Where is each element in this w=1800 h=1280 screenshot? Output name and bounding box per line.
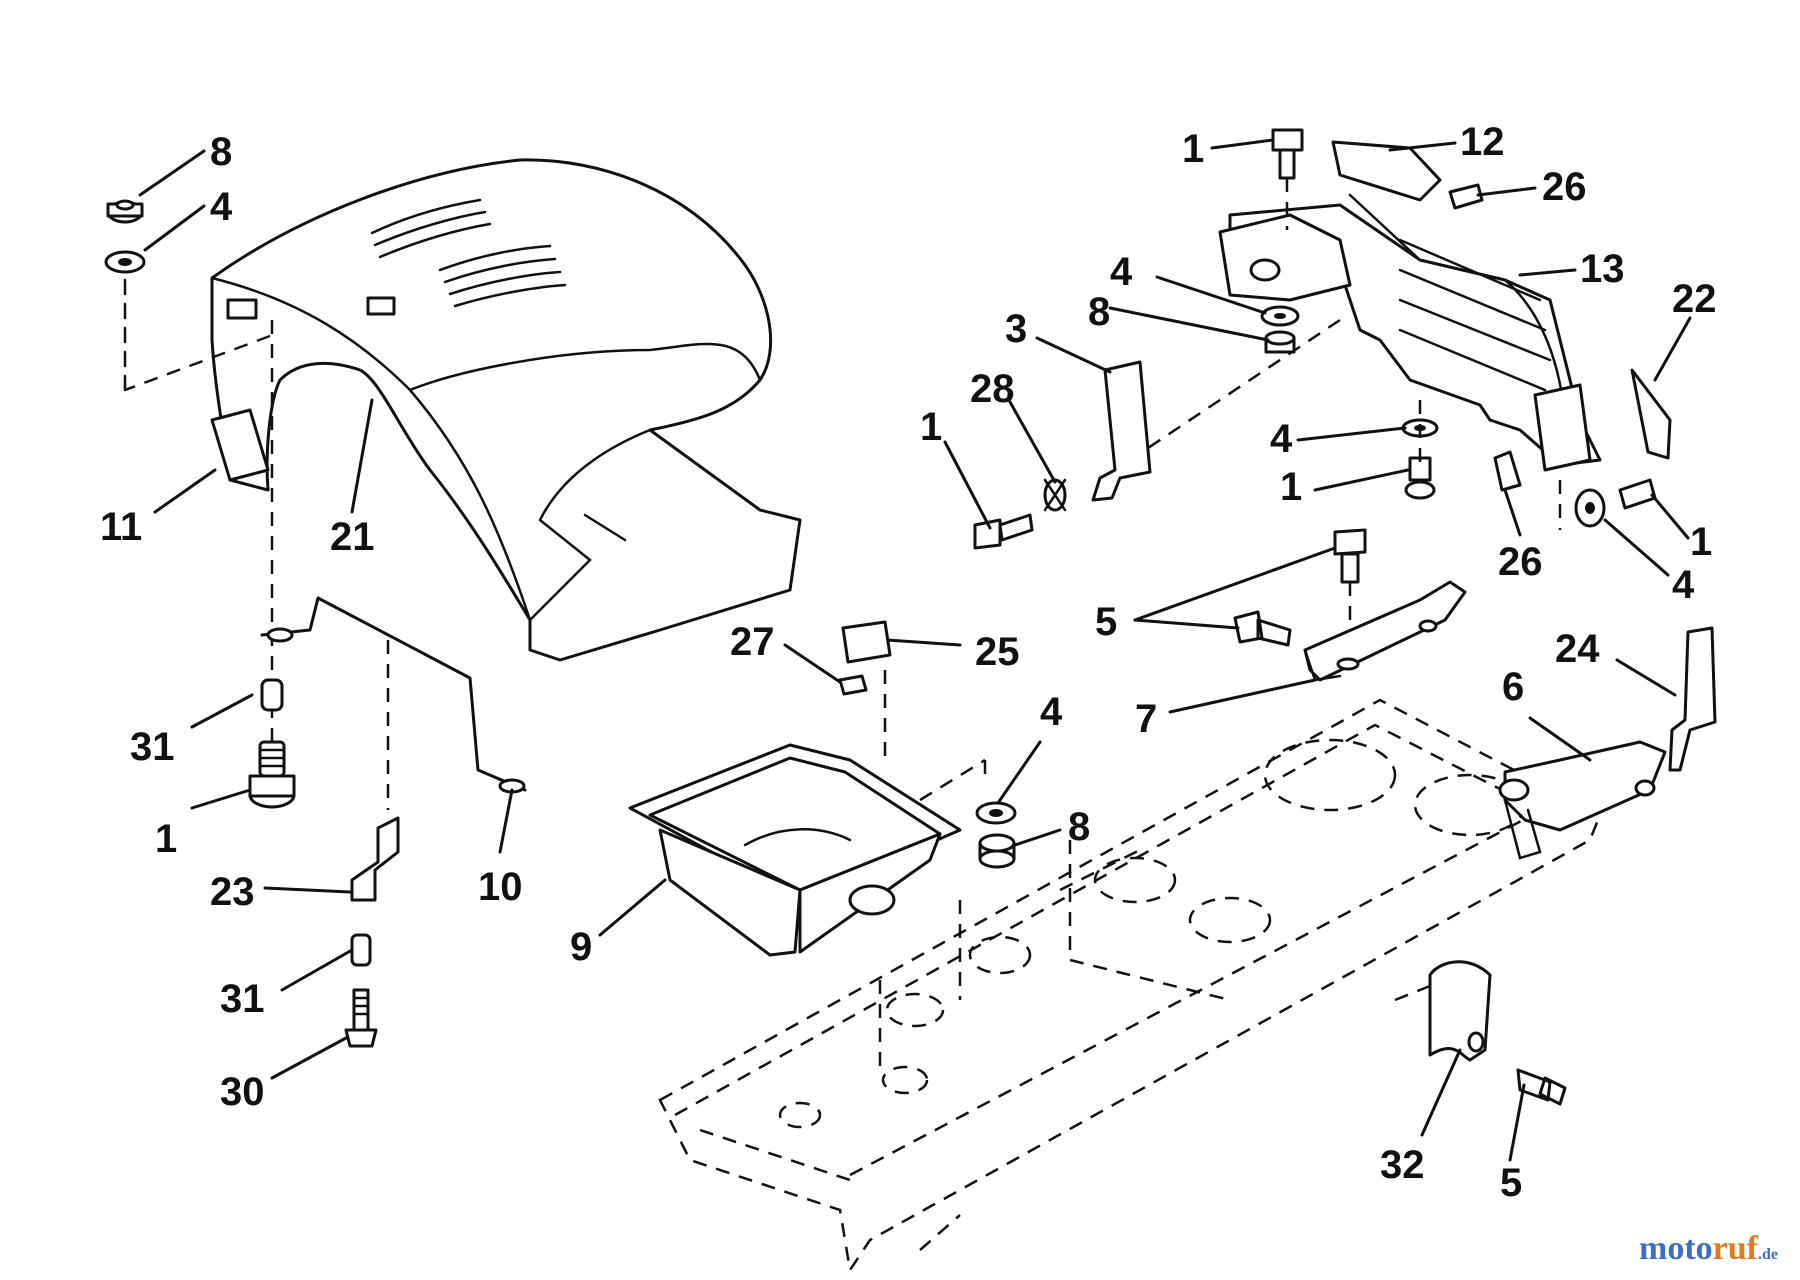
callout-label: 7 <box>1135 697 1157 741</box>
hood-latch-slot <box>226 298 258 320</box>
leader-lines <box>138 138 1692 1162</box>
callout-label: 8 <box>1088 290 1110 334</box>
grille-clip-right <box>1493 450 1522 492</box>
bolts-and-bracket <box>1233 528 1467 682</box>
grille-top-plate <box>1331 140 1442 202</box>
clamp-and-bolt <box>1394 960 1567 1106</box>
hood-hinge-block <box>210 408 270 482</box>
callout-label: 4 <box>1672 563 1695 607</box>
battery-tray <box>628 743 987 957</box>
callout-label: 8 <box>210 130 232 174</box>
hood <box>123 158 802 750</box>
callout-label: 5 <box>1095 600 1117 644</box>
callout-label: 13 <box>1580 247 1625 291</box>
callout-label: 9 <box>570 925 592 969</box>
grille-clip-top <box>1448 183 1484 210</box>
hood-tab <box>366 296 396 316</box>
callout-label: 26 <box>1542 165 1587 209</box>
callout-label: 11 <box>100 505 142 549</box>
washer-nut-center <box>975 801 1017 869</box>
grille-insert <box>1630 368 1672 460</box>
callout-label: 6 <box>1502 665 1524 709</box>
callout-label: 30 <box>220 1070 265 1114</box>
callout-label: 23 <box>210 870 255 914</box>
washer-bolt-mid <box>1401 400 1439 500</box>
callout-label: 4 <box>1270 417 1293 461</box>
callout-label: 1 <box>1690 520 1712 564</box>
callout-label: 1 <box>1280 465 1302 509</box>
watermark-part2: ruf <box>1712 1230 1758 1267</box>
callout-label: 3 <box>1005 307 1027 351</box>
callout-label: 22 <box>1672 277 1717 321</box>
washer-nut-grille <box>1260 305 1300 354</box>
callout-label: 4 <box>1110 250 1133 294</box>
bolt-grille-left <box>973 513 1034 550</box>
rear-bracket <box>1498 740 1667 860</box>
spacer-bolt-left <box>248 678 296 809</box>
callout-label: 24 <box>1555 627 1600 671</box>
chassis-frame <box>658 698 1602 1274</box>
grille-assembly <box>1129 193 1602 472</box>
callout-label: 4 <box>210 185 233 229</box>
hood-support-rod <box>260 596 527 810</box>
callout-label: 27 <box>730 620 775 664</box>
callout-label: 8 <box>1068 805 1090 849</box>
mounting-plate <box>838 620 892 760</box>
callout-label: 1 <box>920 405 942 449</box>
star-washer <box>1043 478 1067 512</box>
hood-vents <box>370 198 567 308</box>
callout-label: 31 <box>130 725 175 769</box>
left-side-bracket <box>1091 360 1152 502</box>
right-side-bracket <box>1668 626 1717 772</box>
watermark-part1: moto <box>1639 1230 1713 1267</box>
callout-label: 26 <box>1498 540 1543 584</box>
callout-label: 28 <box>970 367 1015 411</box>
bracket-spacer-bolt <box>344 816 400 1048</box>
callout-label: 25 <box>975 630 1020 674</box>
callout-labels: 8 4 11 21 31 1 10 23 31 30 27 25 4 8 9 1… <box>100 120 1717 1205</box>
callout-label: 12 <box>1460 120 1505 164</box>
callout-label: 1 <box>1182 127 1204 171</box>
callout-label: 21 <box>330 515 375 559</box>
grille-side-bracket <box>1533 383 1592 472</box>
bolt-top <box>1271 128 1304 230</box>
callout-label: 4 <box>1040 690 1063 734</box>
callout-label: 5 <box>1500 1161 1522 1205</box>
watermark-logo: motoruf.de <box>1639 1230 1778 1268</box>
nut-washer-left-top <box>104 199 146 274</box>
watermark-part3: .de <box>1758 1246 1778 1263</box>
callout-label: 10 <box>478 865 523 909</box>
callout-label: 1 <box>155 817 177 861</box>
callout-label: 32 <box>1380 1143 1425 1187</box>
callout-label: 31 <box>220 977 265 1021</box>
